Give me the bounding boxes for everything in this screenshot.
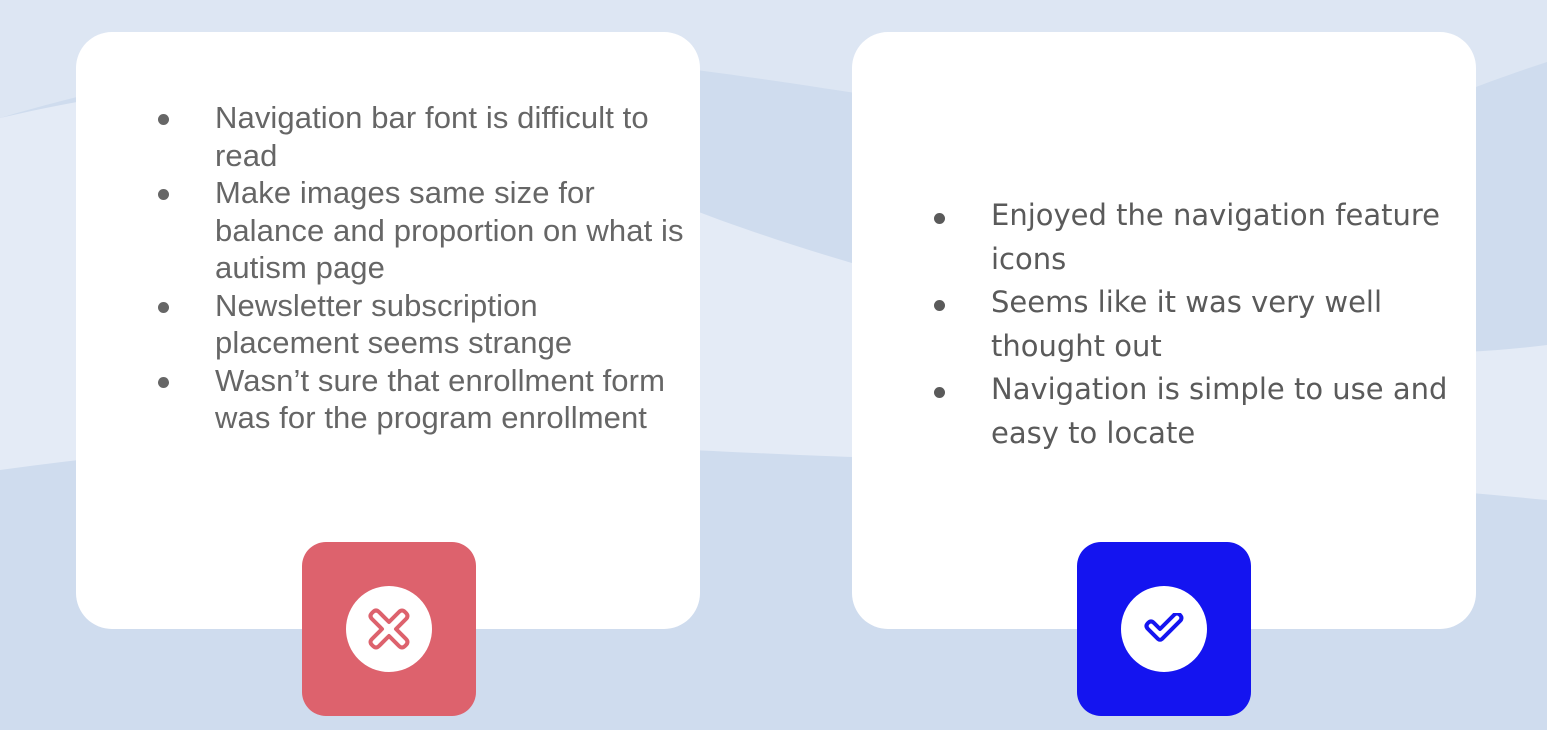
x-circle-icon	[368, 608, 410, 650]
bullet-icon	[158, 376, 169, 388]
positive-feedback-item: Seems like it was very well thought out	[934, 281, 1451, 368]
positive-badge	[1077, 542, 1251, 716]
positive-feedback-list: Enjoyed the navigation feature icons See…	[934, 194, 1451, 455]
negative-badge-circle	[346, 586, 432, 672]
bullet-icon	[934, 213, 945, 224]
positive-feedback-card: Enjoyed the navigation feature icons See…	[852, 32, 1476, 629]
positive-badge-circle	[1121, 586, 1207, 672]
positive-feedback-item: Navigation is simple to use and easy to …	[934, 368, 1451, 455]
negative-feedback-card: Navigation bar font is difficult to read…	[76, 32, 700, 629]
negative-badge	[302, 542, 476, 716]
negative-feedback-item: Wasn’t sure that enrollment form was for…	[158, 362, 685, 437]
positive-feedback-item: Enjoyed the navigation feature icons	[934, 194, 1451, 281]
bullet-icon	[158, 301, 169, 313]
negative-feedback-item: Newsletter subscription placement seems …	[158, 287, 685, 362]
negative-feedback-list: Navigation bar font is difficult to read…	[158, 99, 685, 437]
negative-feedback-item: Make images same size for balance and pr…	[158, 174, 685, 287]
bullet-icon	[934, 300, 945, 311]
bullet-icon	[158, 114, 169, 125]
bullet-icon	[158, 189, 169, 200]
negative-feedback-item: Navigation bar font is difficult to read	[158, 99, 685, 174]
bullet-icon	[934, 387, 945, 398]
check-circle-icon	[1144, 613, 1184, 642]
